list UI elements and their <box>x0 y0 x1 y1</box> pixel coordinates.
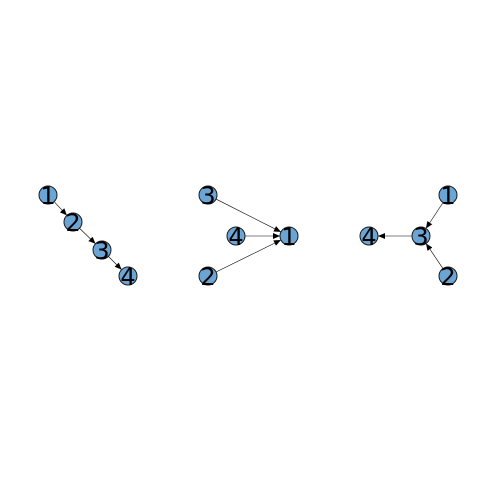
node-circle <box>279 226 299 246</box>
node-label: 4 <box>120 263 135 291</box>
node-label: 3 <box>94 237 109 265</box>
graph-1-edge-2-to-3 <box>79 228 96 244</box>
node-circle <box>438 266 458 286</box>
node-circle <box>63 212 83 232</box>
node-circle <box>359 226 379 246</box>
graph-1-node-4: 4 <box>118 263 138 291</box>
node-label: 1 <box>281 223 296 251</box>
graph-3-edge-1-to-3 <box>425 202 444 229</box>
graph-3-node-1: 1 <box>438 182 458 210</box>
graph-2-node-1: 1 <box>279 223 299 251</box>
graph-3-node-3: 3 <box>411 223 431 251</box>
node-circle <box>198 185 218 205</box>
graph-3-node-4: 4 <box>359 223 379 251</box>
graph-2-node-4: 4 <box>226 223 246 251</box>
graph-2-edge-2-to-1 <box>215 239 282 273</box>
node-circle <box>438 185 458 205</box>
node-label: 4 <box>228 223 243 251</box>
node-label: 1 <box>40 182 55 210</box>
graph-2-edge-3-to-1 <box>215 198 282 233</box>
graph-1-edge-1-to-2 <box>53 201 68 216</box>
node-circle <box>198 266 218 286</box>
node-circle <box>38 185 58 205</box>
node-label: 4 <box>361 223 376 251</box>
node-label: 3 <box>413 223 428 251</box>
graph-1-edge-3-to-4 <box>108 256 122 270</box>
node-label: 3 <box>200 182 215 210</box>
graph-1-node-2: 2 <box>63 209 83 237</box>
edges-layer <box>53 198 444 273</box>
graph-2-node-2: 2 <box>198 263 218 291</box>
node-circle <box>92 240 112 260</box>
node-label: 2 <box>65 209 80 237</box>
node-circle <box>118 266 138 286</box>
graph-1-node-3: 3 <box>92 237 112 265</box>
node-label: 1 <box>440 182 455 210</box>
graph-2-node-3: 3 <box>198 182 218 210</box>
node-label: 2 <box>200 263 215 291</box>
node-circle <box>226 226 246 246</box>
graph-3-edge-2-to-3 <box>425 243 444 269</box>
node-circle <box>411 226 431 246</box>
graph-1-node-1: 1 <box>38 182 58 210</box>
node-label: 2 <box>440 263 455 291</box>
graph-3-node-2: 2 <box>438 263 458 291</box>
